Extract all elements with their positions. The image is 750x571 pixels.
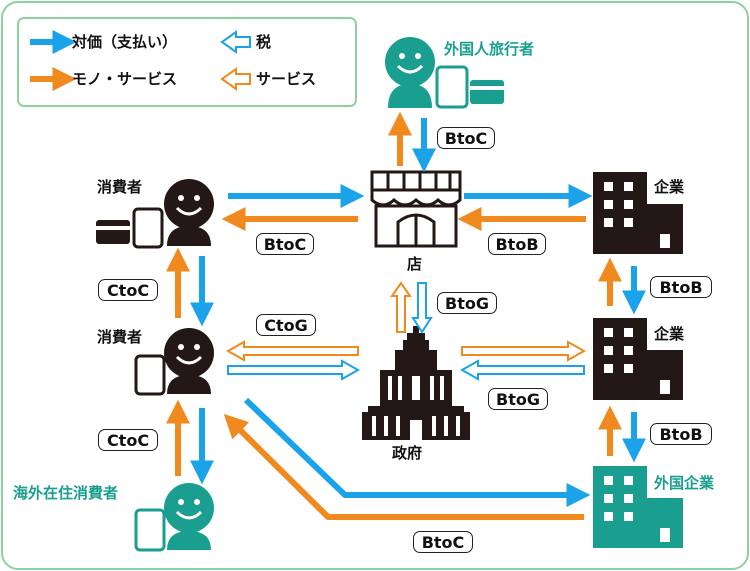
arrow-service-gov-to-consumer: [225, 340, 359, 362]
label-consumer-top: 消費者: [97, 178, 143, 196]
label-company-top: 企業: [654, 178, 685, 196]
arrow-pay-consumer-to-foreign: [243, 397, 591, 507]
foreign-traveler-icon: [385, 37, 504, 109]
arrow-tax-consumer-to-gov: [227, 359, 361, 381]
tag-store-traveler: BtoC: [437, 127, 495, 149]
label-foreign-traveler: 外国人旅行者: [444, 40, 535, 58]
consumer-mid-icon: [134, 328, 214, 396]
tag-store-gov: BtoG: [437, 292, 497, 314]
tag-consumer-gov: CtoG: [256, 314, 316, 336]
arrow-goods-foreign-to-consumer: [223, 413, 584, 520]
label-company-mid: 企業: [654, 325, 685, 343]
legend-tax-label: 税: [256, 33, 272, 51]
foreign-company-icon: [593, 466, 683, 548]
legend-service-arrow: [220, 67, 251, 91]
legend-tax-arrow: [220, 30, 251, 54]
store-icon: [370, 170, 462, 248]
company-mid-icon: [593, 318, 683, 400]
tag-company-foreign: BtoB: [650, 423, 712, 445]
label-government: 政府: [392, 444, 423, 462]
tag-store-company: BtoB: [488, 233, 546, 255]
legend-goods-label: モノ・サービス: [72, 70, 178, 88]
tag-consumer-store: BtoC: [256, 233, 314, 255]
arrow-service-gov-to-store: [390, 281, 412, 333]
tag-consumer-consumer-lower: CtoC: [98, 429, 158, 451]
label-store: 店: [407, 255, 423, 273]
tag-company-company-upper: BtoB: [650, 276, 712, 298]
label-foreign-company: 外国企業: [654, 474, 715, 492]
consumer-top-icon: [96, 179, 214, 249]
legend-payment-label: 対価（支払い）: [72, 33, 178, 51]
legend-services-label: サービス: [256, 70, 317, 88]
tag-company-gov: BtoG: [488, 388, 548, 410]
arrow-service-gov-to-company: [461, 340, 587, 362]
tag-foreign-consumer: BtoC: [413, 531, 473, 553]
label-consumer-mid: 消費者: [97, 328, 143, 346]
company-top-icon: [593, 172, 683, 254]
arrow-tax-company-to-gov: [459, 359, 585, 381]
legend-box: [17, 17, 357, 107]
tag-consumer-consumer-upper: CtoC: [98, 279, 158, 301]
government-icon: [362, 326, 470, 440]
label-overseas-consumer: 海外在住消費者: [13, 484, 119, 502]
arrow-tax-store-to-gov: [411, 282, 433, 334]
overseas-consumer-icon: [134, 483, 214, 552]
